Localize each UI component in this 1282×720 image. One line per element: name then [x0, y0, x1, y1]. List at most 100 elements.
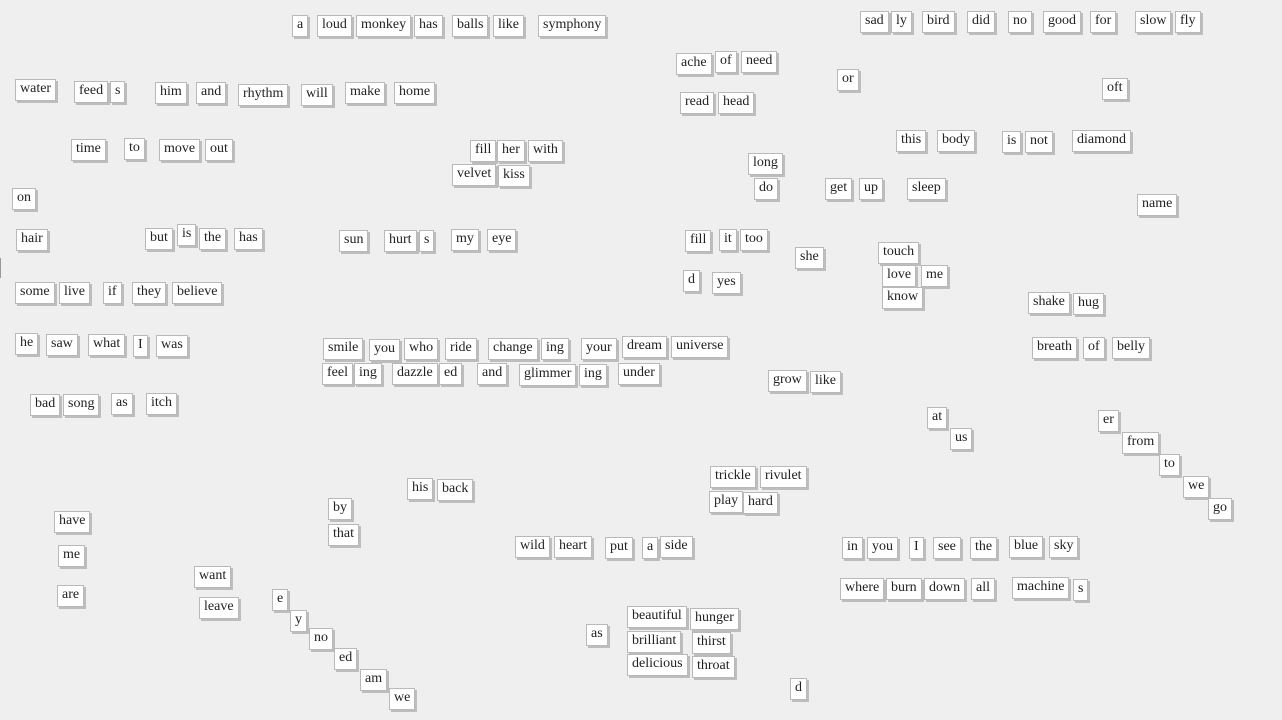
word-tile-delicious[interactable]: delicious: [627, 654, 688, 676]
word-tile-the[interactable]: the: [970, 537, 998, 559]
word-tile-of[interactable]: of: [1083, 337, 1105, 359]
word-tile-bird[interactable]: bird: [922, 11, 955, 33]
word-tile-all[interactable]: all: [971, 578, 995, 600]
word-tile-song[interactable]: song: [63, 394, 100, 416]
word-tile-this[interactable]: this: [896, 130, 927, 152]
word-tile-good[interactable]: good: [1043, 11, 1081, 33]
word-tile-under[interactable]: under: [618, 363, 660, 385]
word-tile-hug[interactable]: hug: [1073, 293, 1104, 315]
word-tile-did[interactable]: did: [967, 11, 995, 33]
word-tile-me[interactable]: me: [921, 265, 949, 287]
word-tile-get[interactable]: get: [825, 178, 853, 200]
word-tile-in[interactable]: in: [842, 537, 863, 559]
word-tile-to[interactable]: to: [1159, 454, 1180, 476]
word-tile-wild[interactable]: wild: [515, 536, 550, 558]
word-tile-saw[interactable]: saw: [46, 334, 78, 356]
word-tile-blue[interactable]: blue: [1009, 536, 1044, 558]
word-tile-see[interactable]: see: [933, 537, 961, 559]
word-tile-shake[interactable]: shake: [1028, 292, 1070, 314]
word-tile-will[interactable]: will: [301, 84, 333, 106]
word-tile-hard[interactable]: hard: [743, 492, 778, 514]
word-tile-rivulet[interactable]: rivulet: [760, 466, 807, 488]
word-tile-heart[interactable]: heart: [554, 536, 592, 558]
word-tile-go[interactable]: go: [1208, 498, 1232, 520]
word-tile-body[interactable]: body: [937, 130, 975, 152]
word-tile-home[interactable]: home: [394, 82, 436, 104]
word-tile-or[interactable]: or: [837, 69, 859, 91]
word-tile-smile[interactable]: smile: [323, 338, 364, 360]
word-tile-glimmer[interactable]: glimmer: [519, 364, 577, 386]
word-tile-i[interactable]: I: [909, 537, 924, 559]
word-tile-was[interactable]: was: [156, 335, 188, 357]
word-tile-fly[interactable]: fly: [1175, 11, 1201, 33]
word-tile-sleep[interactable]: sleep: [907, 178, 946, 200]
word-tile-ed[interactable]: ed: [334, 648, 358, 670]
word-tile-universe[interactable]: universe: [671, 336, 729, 358]
word-tile-move[interactable]: move: [159, 139, 201, 161]
word-tile-itch[interactable]: itch: [146, 393, 177, 415]
word-tile-a[interactable]: a: [642, 537, 659, 559]
word-tile-dazzle[interactable]: dazzle: [392, 363, 438, 385]
word-tile-the[interactable]: the: [199, 228, 227, 250]
word-tile-side[interactable]: side: [660, 536, 693, 558]
word-tile-my[interactable]: my: [451, 229, 479, 251]
word-tile-for[interactable]: for: [1090, 11, 1117, 33]
word-tile-sun[interactable]: sun: [339, 230, 369, 252]
word-tile-e[interactable]: e: [272, 589, 289, 611]
word-tile-her[interactable]: her: [497, 140, 525, 162]
word-tile-by[interactable]: by: [328, 498, 352, 520]
word-tile-you[interactable]: you: [369, 339, 400, 361]
word-tile-loud[interactable]: loud: [317, 15, 352, 37]
word-tile-we[interactable]: we: [389, 688, 416, 710]
word-tile-kiss[interactable]: kiss: [498, 165, 530, 187]
word-tile-is[interactable]: is: [177, 224, 197, 246]
word-tile-d[interactable]: d: [683, 270, 700, 292]
word-tile-has[interactable]: has: [414, 15, 443, 37]
word-tile-on[interactable]: on: [12, 188, 36, 210]
word-tile-water[interactable]: water: [15, 79, 57, 101]
word-tile-fill[interactable]: fill: [685, 230, 712, 252]
word-tile-s[interactable]: s: [110, 81, 126, 103]
word-tile-long[interactable]: long: [748, 153, 783, 175]
word-tile-balls[interactable]: balls: [452, 15, 489, 37]
word-tile-throat[interactable]: throat: [692, 656, 735, 678]
word-tile-some[interactable]: some: [15, 282, 55, 304]
word-tile-but[interactable]: but: [145, 228, 173, 250]
word-tile-and[interactable]: and: [477, 363, 508, 385]
word-tile-that[interactable]: that: [328, 524, 359, 546]
word-tile-him[interactable]: him: [155, 82, 187, 104]
word-tile-ache[interactable]: ache: [676, 53, 712, 75]
word-tile-it[interactable]: it: [719, 229, 737, 251]
word-tile-down[interactable]: down: [924, 578, 966, 600]
word-tile-yes[interactable]: yes: [712, 272, 741, 294]
word-tile-oft[interactable]: oft: [1102, 78, 1128, 100]
word-tile-velvet[interactable]: velvet: [452, 164, 497, 186]
word-tile-fill[interactable]: fill: [470, 140, 497, 162]
word-tile-me[interactable]: me: [58, 545, 86, 567]
word-tile-y[interactable]: y: [290, 610, 307, 632]
word-tile-no[interactable]: no: [1008, 11, 1032, 33]
word-tile-to[interactable]: to: [124, 138, 145, 160]
word-tile-ride[interactable]: ride: [445, 338, 477, 360]
word-tile-too[interactable]: too: [740, 229, 768, 251]
word-tile-put[interactable]: put: [605, 537, 633, 559]
word-tile-leave[interactable]: leave: [199, 597, 239, 619]
word-tile-hair[interactable]: hair: [16, 229, 48, 251]
word-tile-love[interactable]: love: [882, 265, 917, 287]
word-tile-s[interactable]: s: [419, 230, 435, 252]
word-tile-sad[interactable]: sad: [860, 11, 889, 33]
word-tile-brilliant[interactable]: brilliant: [627, 631, 682, 653]
word-tile-as[interactable]: as: [111, 393, 133, 415]
word-tile-slow[interactable]: slow: [1135, 11, 1172, 33]
word-tile-of[interactable]: of: [715, 51, 737, 73]
word-tile-has[interactable]: has: [234, 228, 263, 250]
word-tile-is[interactable]: is: [1002, 131, 1022, 153]
word-tile-make[interactable]: make: [345, 82, 386, 104]
word-tile-at[interactable]: at: [927, 407, 948, 429]
word-tile-s[interactable]: s: [1073, 579, 1089, 601]
word-tile-am[interactable]: am: [360, 669, 388, 691]
word-tile-ed[interactable]: ed: [439, 363, 463, 385]
word-tile-a[interactable]: a: [292, 15, 309, 37]
word-tile-who[interactable]: who: [404, 338, 439, 360]
word-tile-bad[interactable]: bad: [30, 394, 61, 416]
